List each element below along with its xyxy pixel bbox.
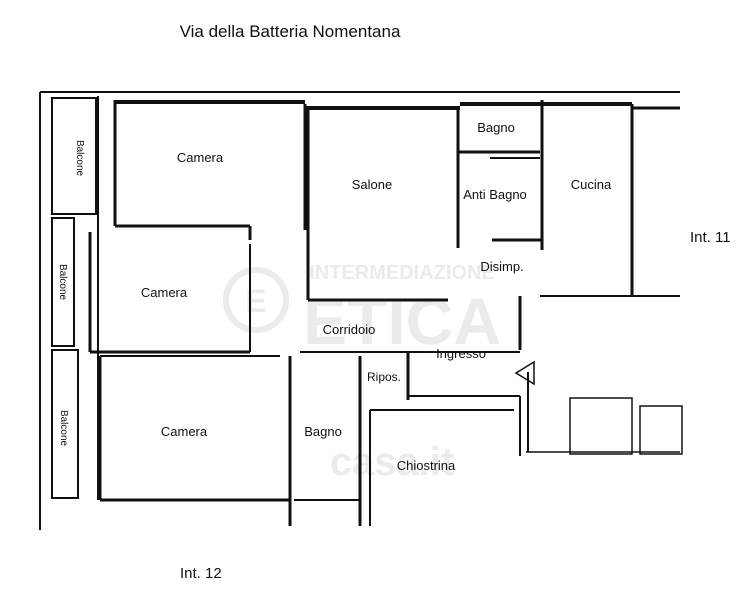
street-title: Via della Batteria Nomentana xyxy=(180,22,401,41)
watermark-seal-letter: E xyxy=(245,283,266,319)
room-balcone-1: Balcone xyxy=(74,140,85,177)
room-bagno-2: Bagno xyxy=(304,424,342,439)
watermark-line1: INTERMEDIAZIONE xyxy=(309,262,495,284)
room-camera-2: Camera xyxy=(141,285,188,300)
neighbor-int-12: Int. 12 xyxy=(180,565,222,582)
watermark-line2: ETICA xyxy=(303,284,501,358)
entrance-arrow-icon xyxy=(514,360,535,386)
room-balcone-2: Balcone xyxy=(57,264,68,301)
watermark-seal-icon xyxy=(223,267,289,333)
room-camera-1: Camera xyxy=(177,150,224,165)
room-balcone-3: Balcone xyxy=(58,410,69,447)
room-anti-bagno: Anti Bagno xyxy=(463,187,527,202)
room-ingresso: Ingresso xyxy=(436,346,486,361)
watermark: E INTERMEDIAZIONE ETICA casa.it xyxy=(223,262,501,484)
watermark-brand: casa.it xyxy=(330,440,455,484)
room-bagno-1: Bagno xyxy=(477,120,515,135)
room-chiostrina: Chiostrina xyxy=(397,458,456,473)
room-salone: Salone xyxy=(352,177,392,192)
walls xyxy=(39,91,683,530)
room-corridoio: Corridoio xyxy=(323,322,376,337)
room-ripos: Ripos. xyxy=(367,370,401,384)
room-disimp: Disimp. xyxy=(480,259,523,274)
room-camera-3: Camera xyxy=(161,424,208,439)
neighbor-int-11: Int. 11 xyxy=(690,229,731,246)
room-cucina: Cucina xyxy=(571,177,612,192)
